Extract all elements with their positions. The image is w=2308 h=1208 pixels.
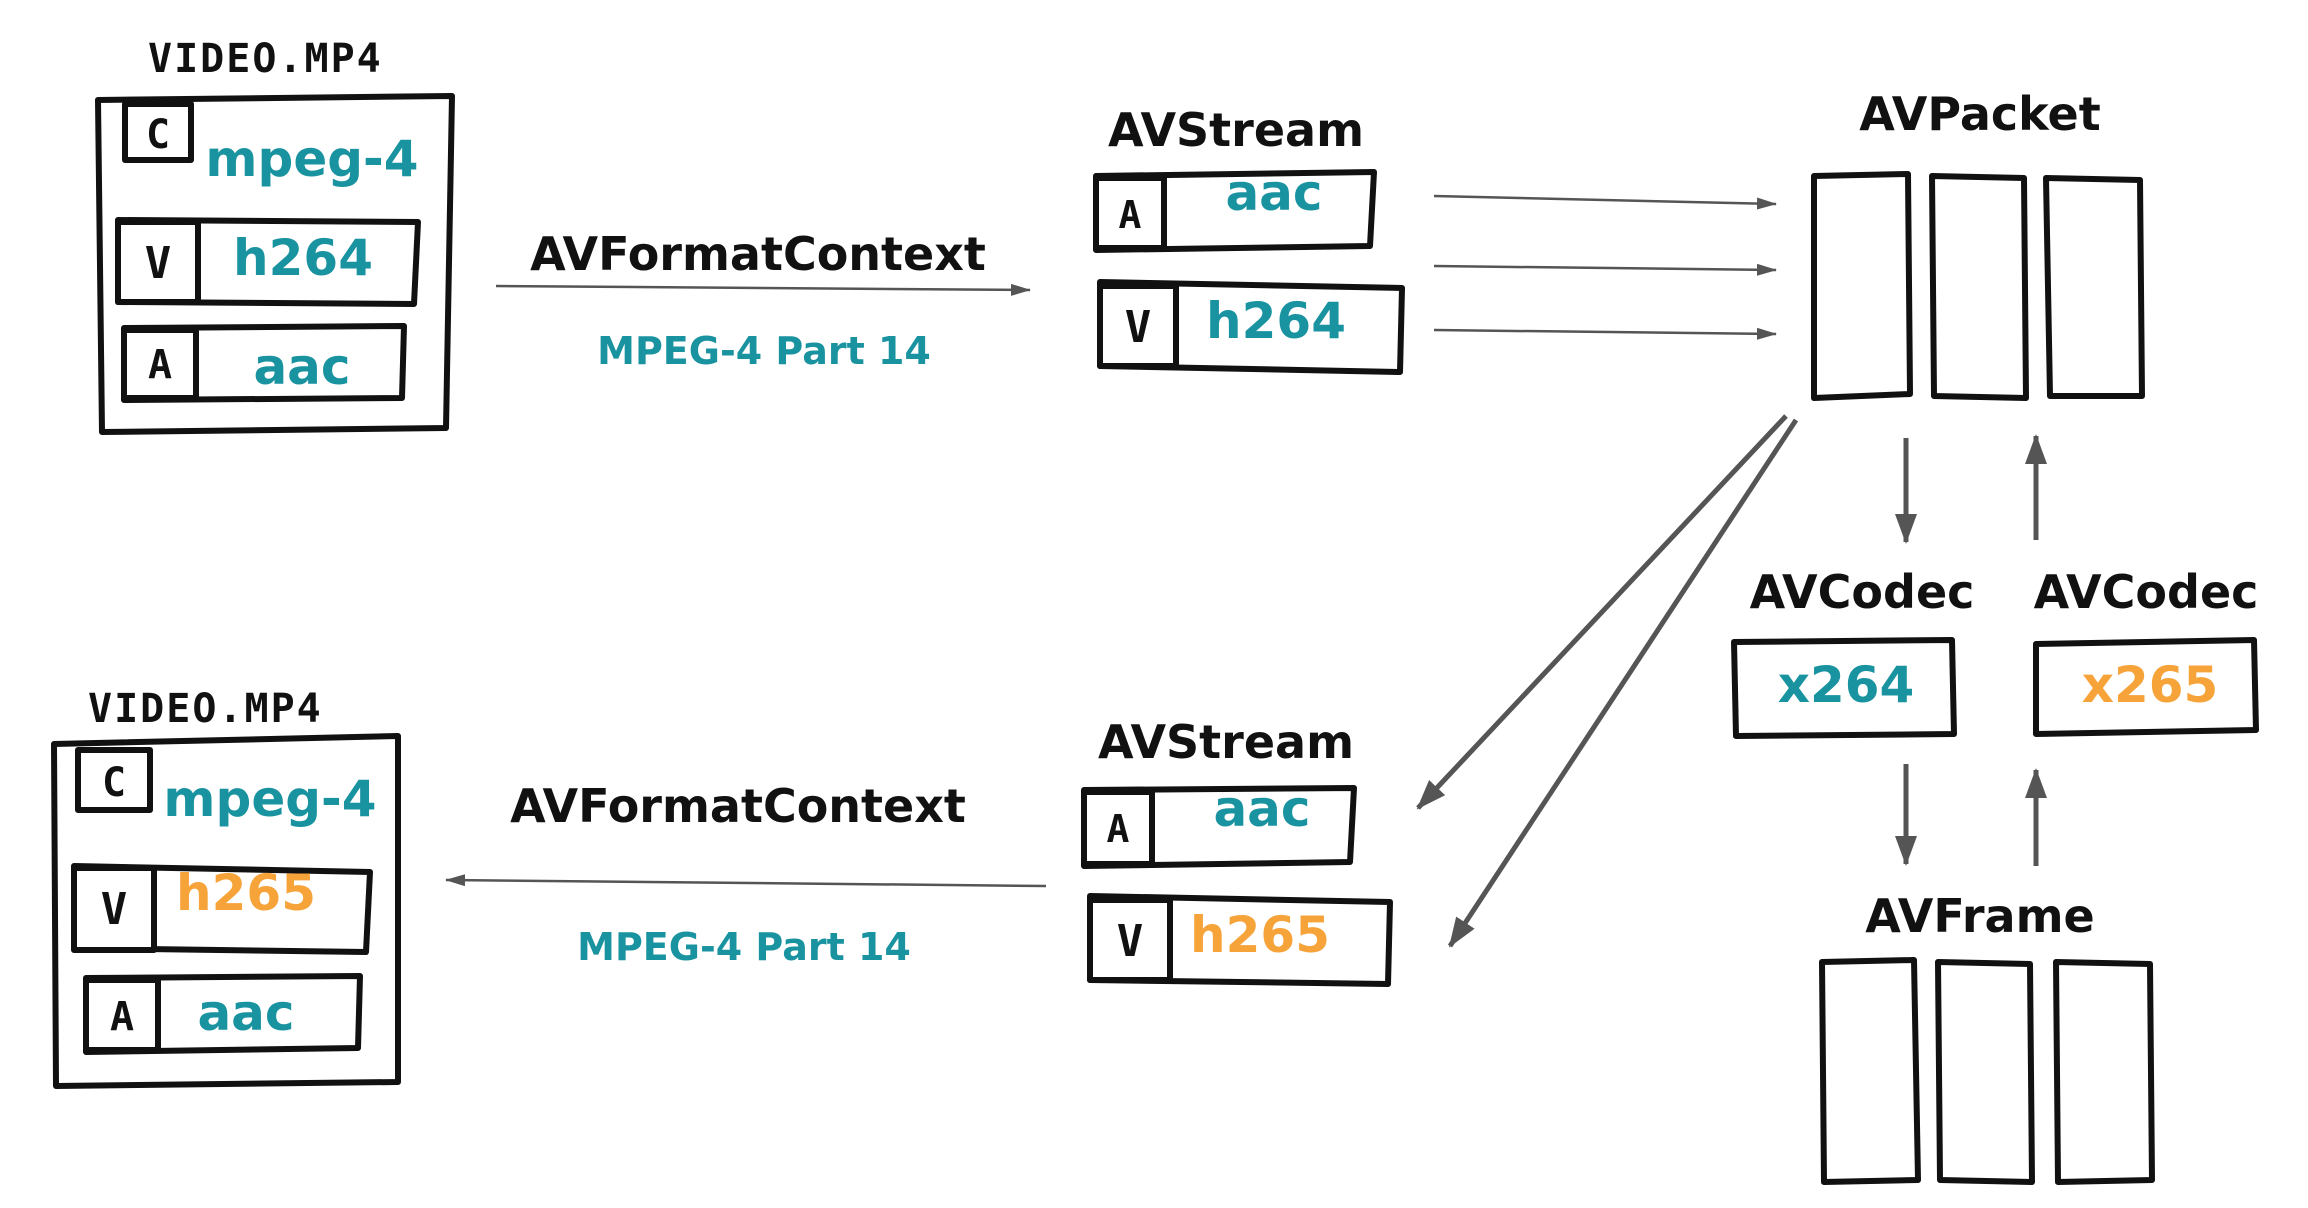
output-container-letter: C bbox=[102, 760, 126, 806]
input-stream-audio-codec: aac bbox=[1225, 164, 1322, 222]
input-audio-badge bbox=[121, 327, 199, 401]
input-stream-audio-letter: A bbox=[1119, 193, 1142, 237]
input-container-badge bbox=[122, 101, 194, 163]
output-streams-label: AVStream bbox=[1098, 715, 1354, 769]
output-container-codec: mpeg-4 bbox=[163, 770, 376, 828]
output-video-codec: h265 bbox=[176, 864, 316, 922]
decoder-box bbox=[1731, 637, 1957, 739]
stream-arrow-1 bbox=[1433, 194, 1777, 210]
mux-format-context: AVFormatContext MPEG-4 Part 14 bbox=[445, 779, 1047, 969]
demux-arrow bbox=[495, 283, 1031, 296]
encoder-box bbox=[2033, 637, 2259, 737]
frame-2 bbox=[1935, 959, 2035, 1185]
stream-to-packet-arrows bbox=[1433, 194, 1777, 340]
decoder: AVCodec x264 bbox=[1731, 565, 1975, 739]
stream-arrow-2 bbox=[1433, 263, 1777, 276]
encoder: AVCodec x265 bbox=[2033, 565, 2259, 737]
input-streams: AVStream A aac V h264 bbox=[1093, 103, 1405, 375]
input-video-letter: V bbox=[145, 238, 172, 289]
packets-label: AVPacket bbox=[1859, 87, 2100, 141]
packet-to-output-audio-arrow bbox=[1416, 414, 1788, 810]
input-container-letter: C bbox=[146, 112, 170, 158]
output-video-letter: V bbox=[101, 884, 128, 935]
frame-3 bbox=[2053, 959, 2155, 1185]
input-video-codec: h264 bbox=[233, 229, 373, 287]
decoder-codec: x264 bbox=[1778, 656, 1915, 714]
input-file: VIDEO.MP4 C mpeg-4 V h264 A aac bbox=[95, 36, 455, 435]
mux-label: AVFormatContext bbox=[510, 779, 966, 833]
frames-label: AVFrame bbox=[1865, 889, 2094, 943]
packet-1 bbox=[1811, 171, 1913, 401]
input-file-name: VIDEO.MP4 bbox=[148, 36, 383, 82]
encoder-label: AVCodec bbox=[2034, 565, 2259, 619]
output-stream-audio-letter: A bbox=[1107, 807, 1130, 851]
output-file: VIDEO.MP4 C mpeg-4 V h265 A aac bbox=[51, 686, 401, 1089]
output-stream-video-badge bbox=[1087, 897, 1173, 983]
input-stream-video-badge bbox=[1097, 283, 1179, 369]
output-file-name: VIDEO.MP4 bbox=[88, 686, 323, 732]
output-audio-letter: A bbox=[110, 994, 134, 1040]
decoder-label: AVCodec bbox=[1750, 565, 1975, 619]
input-stream-audio-badge bbox=[1093, 175, 1167, 251]
mux-format: MPEG-4 Part 14 bbox=[577, 925, 911, 969]
output-stream-video-letter: V bbox=[1117, 916, 1144, 967]
output-stream-video-codec: h265 bbox=[1190, 906, 1330, 964]
packet-2 bbox=[1929, 173, 2029, 401]
input-audio-codec: aac bbox=[253, 338, 350, 396]
demux-label: AVFormatContext bbox=[530, 227, 986, 281]
demux-format-context: AVFormatContext MPEG-4 Part 14 bbox=[495, 227, 1031, 373]
demux-format: MPEG-4 Part 14 bbox=[597, 329, 931, 373]
packets: AVPacket bbox=[1811, 87, 2145, 401]
input-stream-video-codec: h264 bbox=[1206, 292, 1346, 350]
output-video-badge bbox=[71, 865, 157, 953]
packet-to-output-video-arrow bbox=[1447, 418, 1799, 948]
input-streams-label: AVStream bbox=[1108, 103, 1364, 157]
packet-to-stream-arrows bbox=[1416, 414, 1799, 948]
input-stream-video-letter: V bbox=[1125, 302, 1152, 353]
stream-arrow-3 bbox=[1433, 327, 1777, 340]
output-stream-audio-badge bbox=[1081, 789, 1155, 867]
input-audio-letter: A bbox=[148, 342, 172, 388]
output-stream-audio-codec: aac bbox=[1213, 780, 1310, 838]
frames: AVFrame bbox=[1819, 889, 2155, 1185]
mux-arrow bbox=[445, 874, 1047, 888]
output-container-badge bbox=[75, 747, 153, 813]
output-audio-badge bbox=[83, 977, 161, 1053]
output-streams: AVStream A aac V h265 bbox=[1081, 715, 1393, 987]
frame-1 bbox=[1819, 957, 1921, 1185]
output-audio-codec: aac bbox=[197, 984, 294, 1042]
input-video-badge bbox=[115, 219, 201, 305]
input-container-codec: mpeg-4 bbox=[205, 130, 418, 188]
packet-3 bbox=[2043, 175, 2145, 399]
encoder-codec: x265 bbox=[2082, 656, 2219, 714]
